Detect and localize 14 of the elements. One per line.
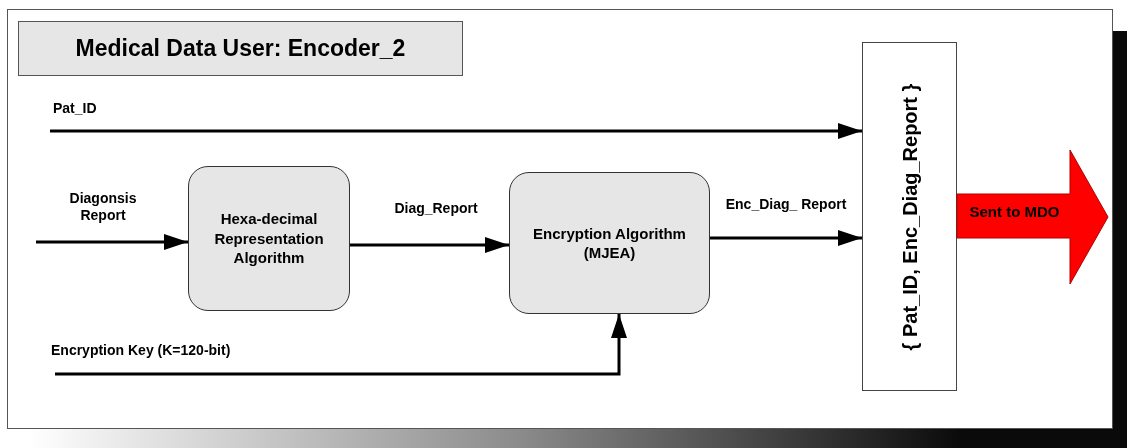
arrow	[50, 123, 862, 139]
node-text: Encryption Algorithm (MJEA)	[532, 223, 687, 263]
node-text: Hexa-decimal Representation Algorithm	[213, 209, 325, 268]
arrow	[36, 234, 188, 250]
title: Medical Data User: Encoder_2	[18, 21, 463, 76]
block-arrow	[957, 150, 1108, 284]
process-box	[188, 166, 350, 311]
node-text: { Pat_ID, Enc_Diag_Report }	[897, 83, 922, 350]
arrow	[710, 230, 862, 246]
arrow	[350, 237, 509, 253]
output-box	[862, 42, 957, 391]
arrow	[55, 314, 627, 376]
node-text: Sent to MDO	[968, 202, 1061, 222]
process-box	[509, 172, 710, 314]
